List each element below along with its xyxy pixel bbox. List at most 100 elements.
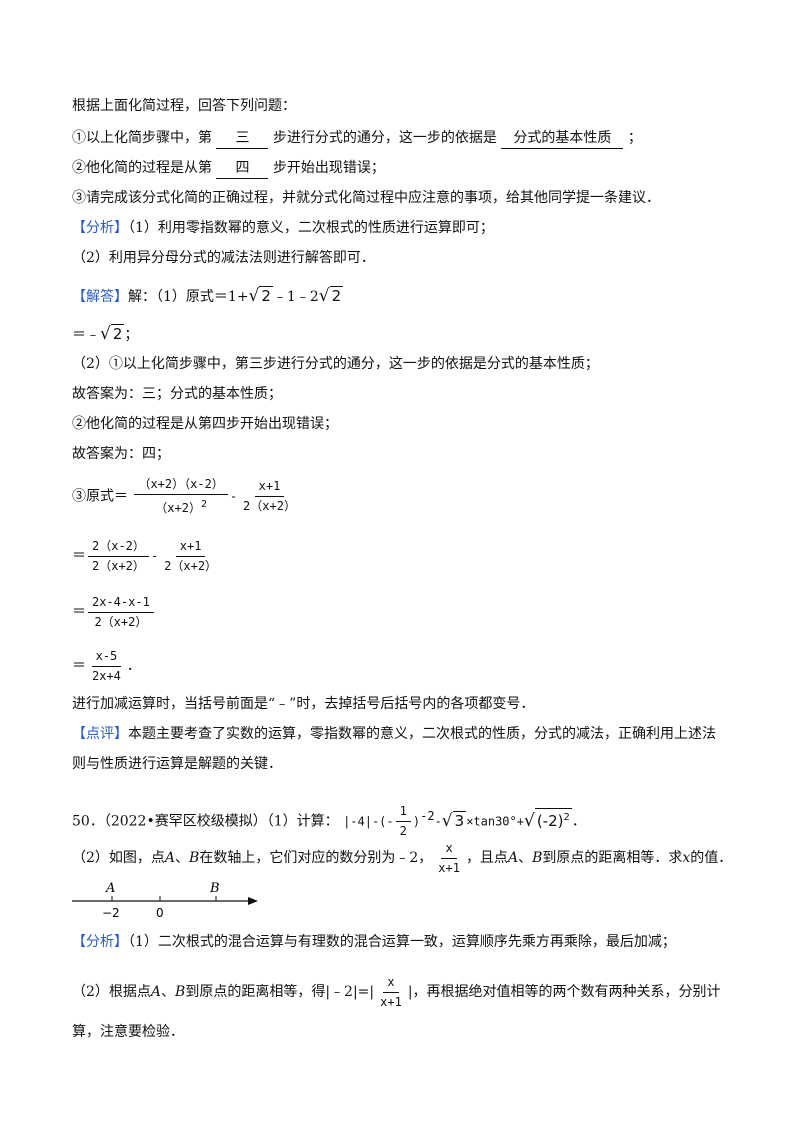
separator: 、 bbox=[161, 984, 176, 1000]
q2-text-b: 步开始出现错误； bbox=[272, 160, 385, 176]
q2-text-a: ②他化简的过程是从第 bbox=[72, 160, 212, 176]
q1-text-b: 步进行分式的通分，这一步的依据是 bbox=[272, 130, 497, 146]
analysis-1-text: （1）利用零指数幂的意义，二次根式的性质进行运算即可； bbox=[128, 220, 494, 236]
step-3-label: ③原式＝ bbox=[72, 488, 128, 505]
separator: 、 bbox=[518, 850, 533, 866]
period: ． bbox=[126, 658, 141, 674]
answer-1-text: 故答案为：三；分式的基本性质； bbox=[72, 386, 282, 402]
fraction-x-denominator: x+1 bbox=[380, 994, 402, 1009]
sqrt-radicand: 2 bbox=[110, 324, 125, 343]
sqrt-radicand: 2 bbox=[259, 286, 273, 305]
answer-2-text: 故答案为：四； bbox=[72, 446, 170, 462]
fraction-4: x+1 2（x+2） bbox=[160, 538, 221, 575]
p50-2-text-e: 的值． bbox=[690, 850, 733, 866]
answer-2-line: 故答案为：四； bbox=[72, 444, 170, 464]
p50-2-text-c: ，且点 bbox=[465, 850, 508, 866]
point-a-label: A bbox=[150, 984, 162, 1000]
step-3-line: ③原式＝ （x+2）（x-2） （x+2）2 - x+1 2（x+2） bbox=[72, 476, 302, 517]
point-a-label: A bbox=[507, 850, 519, 866]
fraction-5: 2x-4-x-1 2（x+2） bbox=[88, 594, 154, 631]
p50-2-text-b: 在数轴上，它们对应的数分别为﹣2， bbox=[199, 850, 433, 866]
number-line-arrow bbox=[248, 897, 258, 905]
fraction-1-exponent: 2 bbox=[200, 499, 207, 510]
question-3-line: ③请完成该分式化简的正确过程，并就分式化简过程中应注意的事项，给其他同学提一条建… bbox=[72, 188, 660, 208]
fraction-6-denominator: 2x+4 bbox=[92, 668, 121, 683]
sqrt-2-expression: √2 bbox=[100, 324, 125, 344]
problem-50-2-line: （2）如图，点A、B在数轴上，它们对应的数分别为﹣2， x x+1 ，且点A、B… bbox=[72, 838, 732, 878]
answer-1-line: 故答案为：三；分式的基本性质； bbox=[72, 384, 282, 404]
point-b-label: B bbox=[532, 850, 543, 866]
fraction-1-denominator-base: （x+2） bbox=[155, 501, 201, 515]
sqrt-2-expression: √2 bbox=[248, 286, 273, 306]
intro-line: 根据上面化简过程，回答下列问题： bbox=[72, 96, 296, 116]
expr-abs-part: |-4|-(- bbox=[343, 814, 394, 829]
note-line: 进行加减运算时，当括号前面是“﹣”时，去掉括号后括号内的各项都变号． bbox=[72, 694, 534, 714]
analysis-2-text: （2）利用异分母分式的减法法则进行解答即可． bbox=[72, 250, 375, 266]
sqrt-3-radicand: 3 bbox=[452, 810, 467, 830]
fraction-3-denominator: 2（x+2） bbox=[92, 558, 145, 573]
solution-2-text-a: ＝﹣ bbox=[72, 327, 100, 343]
review-1-line: 【点评】本题主要考查了实数的运算，零指数幂的意义，二次根式的性质，分式的减法，正… bbox=[72, 724, 716, 744]
question-2-line: ②他化简的过程是从第 四 步开始出现错误； bbox=[72, 158, 385, 179]
fraction-3-numerator: 2（x-2） bbox=[88, 538, 149, 557]
analysis-b2-text-b: 到原点的距离相等，得|﹣2|=| bbox=[185, 984, 375, 1000]
fraction-x-numerator: x bbox=[383, 974, 399, 993]
note-text: 进行加减运算时，当括号前面是“﹣”时，去掉括号后括号内的各项都变号． bbox=[72, 696, 535, 712]
analysis-b2-text-a: （2）根据点 bbox=[72, 984, 151, 1000]
q2-blank: 四 bbox=[216, 158, 269, 179]
solution-1-text-b: ﹣1﹣2 bbox=[272, 289, 319, 305]
fraction-x: x x+1 bbox=[434, 840, 464, 877]
review-2-line: 则与性质进行运算是解题的关键． bbox=[72, 754, 282, 774]
fraction-6: x-5 2x+4 bbox=[88, 648, 125, 685]
equals-sign: ＝ bbox=[72, 658, 86, 674]
half-denominator: 2 bbox=[399, 824, 407, 839]
solution-4-line: ②他化简的过程是从第四步开始出现错误； bbox=[72, 414, 338, 434]
point-b-label: B bbox=[189, 850, 200, 866]
half-numerator: 1 bbox=[395, 803, 411, 823]
label-minus-2: −2 bbox=[102, 906, 120, 920]
fraction-2-denominator: 2（x+2） bbox=[243, 499, 296, 513]
analysis-b1-line: 【分析】（1）二次根式的混合运算与有理数的混合运算一致，运算顺序先乘方再乘除，最… bbox=[72, 932, 676, 952]
fraction-2-numerator: x+1 bbox=[254, 478, 285, 497]
solution-tag: 【解答】 bbox=[72, 289, 128, 305]
equals-sign: ＝ bbox=[72, 548, 86, 564]
question-1-line: ①以上化简步骤中，第 三 步进行分式的通分，这一步的依据是 分式的基本性质 ； bbox=[72, 128, 642, 149]
q1-blank-1: 三 bbox=[216, 128, 269, 149]
number-line-figure: A B −2 0 bbox=[72, 881, 258, 920]
solution-3-text: （2）①以上化简步骤中，第三步进行分式的通分，这一步的依据是分式的基本性质； bbox=[72, 356, 599, 372]
step-6-line: ＝ x-5 2x+4 ． bbox=[72, 646, 141, 686]
p50-2-text-a: （2）如图，点 bbox=[72, 850, 165, 866]
sqrt-2-expression: √2 bbox=[318, 286, 344, 306]
solution-1-text-a: 解：（1）原式＝1+ bbox=[128, 289, 249, 305]
fraction-4-numerator: x+1 bbox=[175, 538, 206, 557]
analysis-2-line: （2）利用异分母分式的减法法则进行解答即可． bbox=[72, 248, 375, 268]
step-4-line: ＝ 2（x-2） 2（x+2） - x+1 2（x+2） bbox=[72, 536, 223, 576]
solution-2-line: ＝﹣√2； bbox=[72, 324, 138, 345]
fraction-x-denominator: x+1 bbox=[438, 860, 460, 875]
q3-text: ③请完成该分式化简的正确过程，并就分式化简过程中应注意的事项，给其他同学提一条建… bbox=[72, 190, 660, 206]
separator: 、 bbox=[175, 850, 190, 866]
analysis-b1-text: （1）二次根式的混合运算与有理数的混合运算一致，运算顺序先乘方再乘除，最后加减； bbox=[128, 934, 676, 950]
solution-3-line: （2）①以上化简步骤中，第三步进行分式的通分，这一步的依据是分式的基本性质； bbox=[72, 354, 599, 374]
q1-blank-2: 分式的基本性质 bbox=[501, 128, 624, 149]
fraction-x-numerator: x bbox=[441, 840, 457, 859]
point-a-label: A bbox=[164, 850, 176, 866]
expr-minus: - bbox=[434, 814, 442, 829]
equals-sign: ＝ bbox=[72, 604, 86, 620]
solution-4-text: ②他化简的过程是从第四步开始出现错误； bbox=[72, 416, 338, 432]
sqrt-square-expression: √(-2)2 bbox=[524, 807, 572, 830]
fraction-1-denominator: （x+2）2 bbox=[151, 495, 211, 517]
fraction-3: 2（x-2） 2（x+2） bbox=[88, 538, 149, 575]
analysis-b3-text: 算，注意要检验． bbox=[72, 1024, 184, 1040]
fraction-6-numerator: x-5 bbox=[91, 648, 122, 667]
fraction-2: x+1 2（x+2） bbox=[239, 478, 300, 515]
point-a-marker: A bbox=[105, 881, 115, 896]
fraction-5-numerator: 2x-4-x-1 bbox=[88, 594, 154, 613]
intro-text: 根据上面化简过程，回答下列问题： bbox=[72, 98, 296, 114]
review-2-text: 则与性质进行运算是解题的关键． bbox=[72, 756, 282, 772]
analysis-b2-text-c: |，再根据绝对值相等的两个数有两种关系，分别计 bbox=[407, 984, 721, 1000]
variable-x: x bbox=[682, 850, 691, 866]
q1-text-c: ； bbox=[627, 130, 642, 146]
sqrt-radicand: 2 bbox=[329, 286, 344, 305]
solution-2-text-b: ； bbox=[124, 327, 139, 343]
